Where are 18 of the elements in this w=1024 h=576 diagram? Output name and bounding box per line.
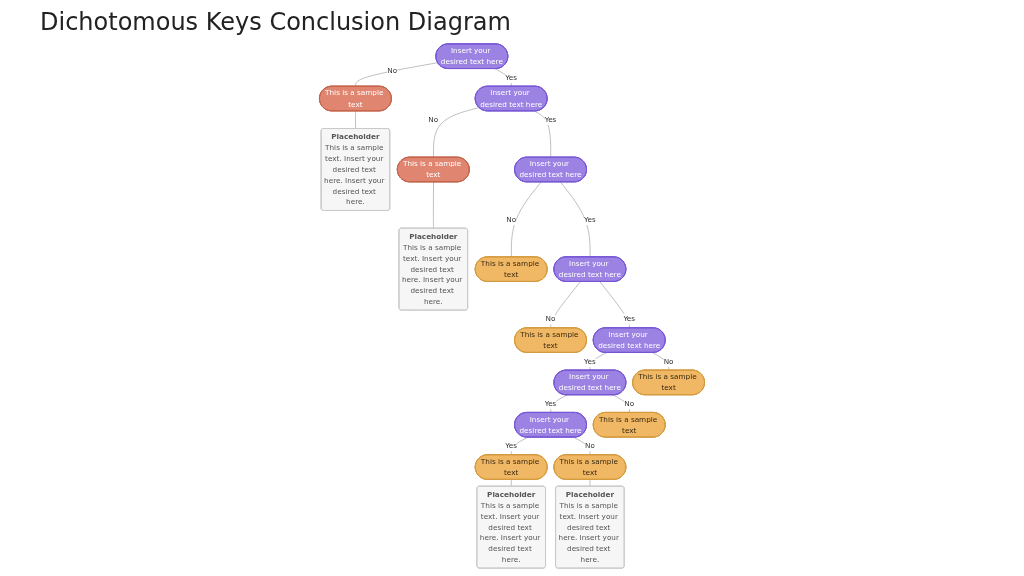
- connector: [433, 107, 480, 158]
- connector: [589, 352, 607, 371]
- connector: [550, 394, 568, 413]
- connector: [612, 394, 630, 413]
- connector: [510, 479, 512, 487]
- slide-title: Dichotomous Keys Conclusion Diagram: [39, 7, 512, 38]
- connector: [511, 437, 529, 456]
- connector: [652, 352, 670, 371]
- connector: [355, 62, 439, 87]
- connector: [534, 110, 552, 158]
- connector: [589, 479, 591, 487]
- connector: [433, 181, 434, 229]
- connector: [511, 181, 542, 258]
- connector: [355, 110, 356, 130]
- connector: [599, 281, 630, 329]
- connector: [573, 437, 591, 456]
- connector: [560, 181, 591, 258]
- connector: [550, 281, 581, 329]
